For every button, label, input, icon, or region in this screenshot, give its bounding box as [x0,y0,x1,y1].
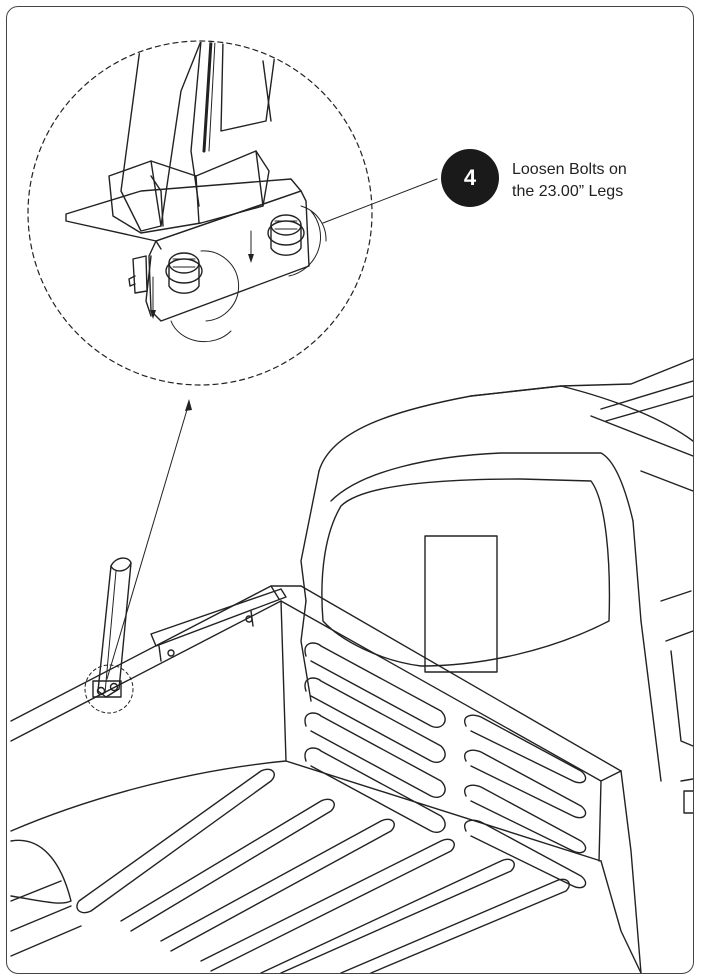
detail-magnifier-circle [27,40,373,386]
bolt-left [165,252,203,294]
step-instruction: Loosen Bolts on the 23.00” Legs [512,159,692,203]
step-number-badge: 4 [441,149,499,207]
step-instruction-line-2: the 23.00” Legs [512,183,624,200]
bolt-right [267,214,305,256]
rack-leg-illustration [84,557,134,714]
truck-bed-illustration [10,358,693,973]
detail-leader-arrow [106,399,192,680]
illustration-frame: 4 Loosen Bolts on the 23.00” Legs [6,6,694,974]
rotation-arrow-icon [200,250,240,322]
step-instruction-line-1: Loosen Bolts on [512,161,627,178]
rack-leg-detail [65,42,327,343]
detail-locator-circle [84,664,134,714]
callout-leader-line [322,178,438,224]
installation-diagram [10,40,693,973]
